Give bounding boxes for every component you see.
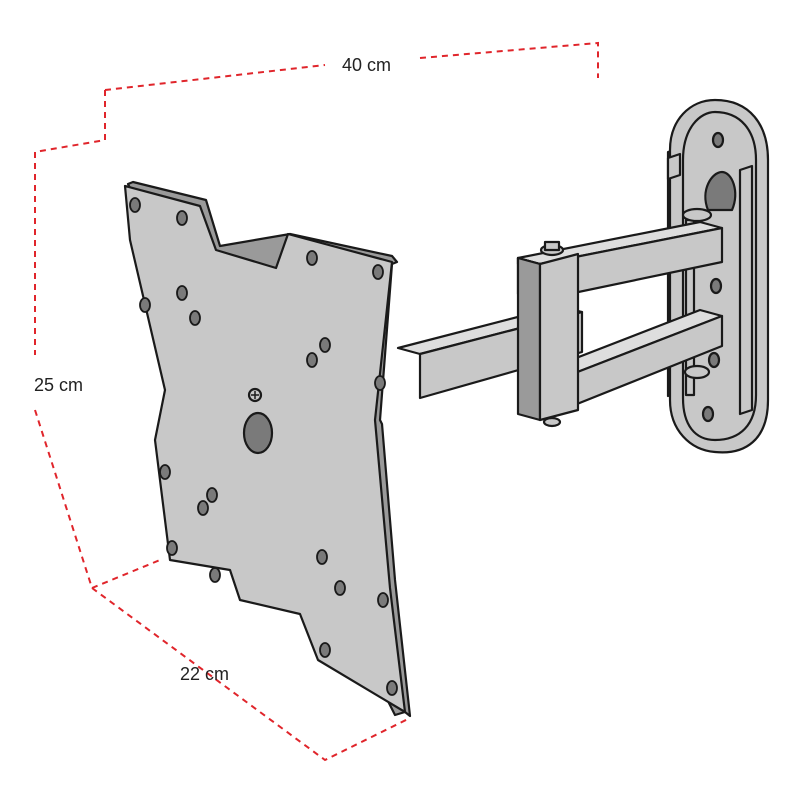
depth-dimension-line bbox=[91, 559, 161, 589]
vesa-mounting-holes bbox=[129, 197, 398, 696]
width-dimension-line-top-right bbox=[419, 41, 599, 78]
vesa-hole bbox=[334, 580, 346, 596]
vesa-hole bbox=[159, 464, 171, 480]
width-dimension-line-top bbox=[104, 64, 326, 91]
pivot-nut-top bbox=[681, 207, 713, 223]
vesa-hole bbox=[374, 375, 386, 391]
vesa-hole bbox=[306, 352, 318, 368]
vesa-center-hole bbox=[242, 411, 274, 455]
wall-plate-flange-left bbox=[666, 152, 682, 181]
elbow-block-side bbox=[516, 256, 542, 422]
vesa-center-screw-slot bbox=[251, 391, 259, 399]
elbow-block-front bbox=[538, 252, 580, 422]
wall-plate-flange-right bbox=[738, 164, 754, 416]
vesa-hole bbox=[319, 642, 331, 658]
vesa-hole bbox=[206, 487, 218, 503]
vesa-hole bbox=[176, 285, 188, 301]
vesa-hole bbox=[176, 210, 188, 226]
vesa-hole bbox=[319, 337, 331, 353]
vesa-plate bbox=[123, 180, 412, 718]
width-dimension-line bbox=[34, 90, 106, 153]
vesa-hole bbox=[209, 567, 221, 583]
vesa-hole bbox=[166, 540, 178, 556]
wall-plate-keyhole bbox=[704, 170, 737, 212]
vesa-hole bbox=[386, 680, 398, 696]
depth-dimension-label: 22 cm bbox=[180, 664, 230, 684]
wall-plate bbox=[666, 98, 770, 454]
vesa-hole bbox=[189, 310, 201, 326]
vesa-hole bbox=[377, 592, 389, 608]
wall-plate-bottom-hole bbox=[701, 405, 715, 423]
pivot-nut-bottom bbox=[683, 364, 711, 380]
height-dimension-line-lower bbox=[34, 409, 93, 589]
height-dimension-label: 25 cm bbox=[34, 375, 84, 395]
vesa-hole bbox=[316, 549, 328, 565]
elbow-bolt-bottom bbox=[542, 416, 562, 428]
vesa-hole bbox=[197, 500, 209, 516]
swing-arms bbox=[396, 220, 724, 428]
vesa-hole bbox=[139, 297, 151, 313]
vesa-hole bbox=[372, 264, 384, 280]
depth-dimension-line-lower bbox=[91, 587, 411, 762]
width-dimension-label: 40 cm bbox=[342, 55, 392, 75]
wall-plate-mid-hole bbox=[709, 277, 723, 295]
vesa-hole bbox=[306, 250, 318, 266]
wall-plate-lower-hole bbox=[707, 351, 721, 369]
wall-plate-front bbox=[681, 110, 758, 442]
dimension-lines bbox=[34, 41, 599, 762]
elbow-bolt-head bbox=[543, 240, 561, 252]
wall-plate-top-hole bbox=[711, 131, 725, 149]
vesa-hole bbox=[129, 197, 141, 213]
